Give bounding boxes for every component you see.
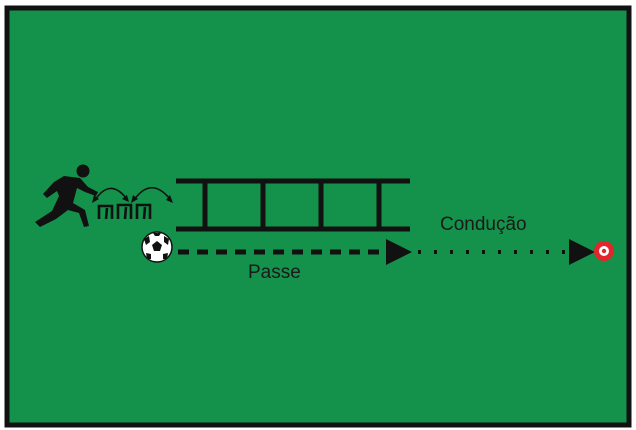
running-player-icon <box>35 164 98 227</box>
target-cone-icon <box>594 241 614 261</box>
soccer-ball-icon <box>141 231 173 263</box>
dribble-arrowhead <box>569 239 595 265</box>
jump-arrows <box>94 186 171 201</box>
pass-label: Passe <box>248 262 301 283</box>
field <box>4 5 632 428</box>
pass-arrowhead <box>386 239 412 265</box>
mini-hurdle-icon <box>97 203 152 220</box>
jump-arrowheads <box>92 195 173 203</box>
agility-ladder-icon <box>176 178 410 232</box>
dribble-label: Condução <box>440 214 527 235</box>
